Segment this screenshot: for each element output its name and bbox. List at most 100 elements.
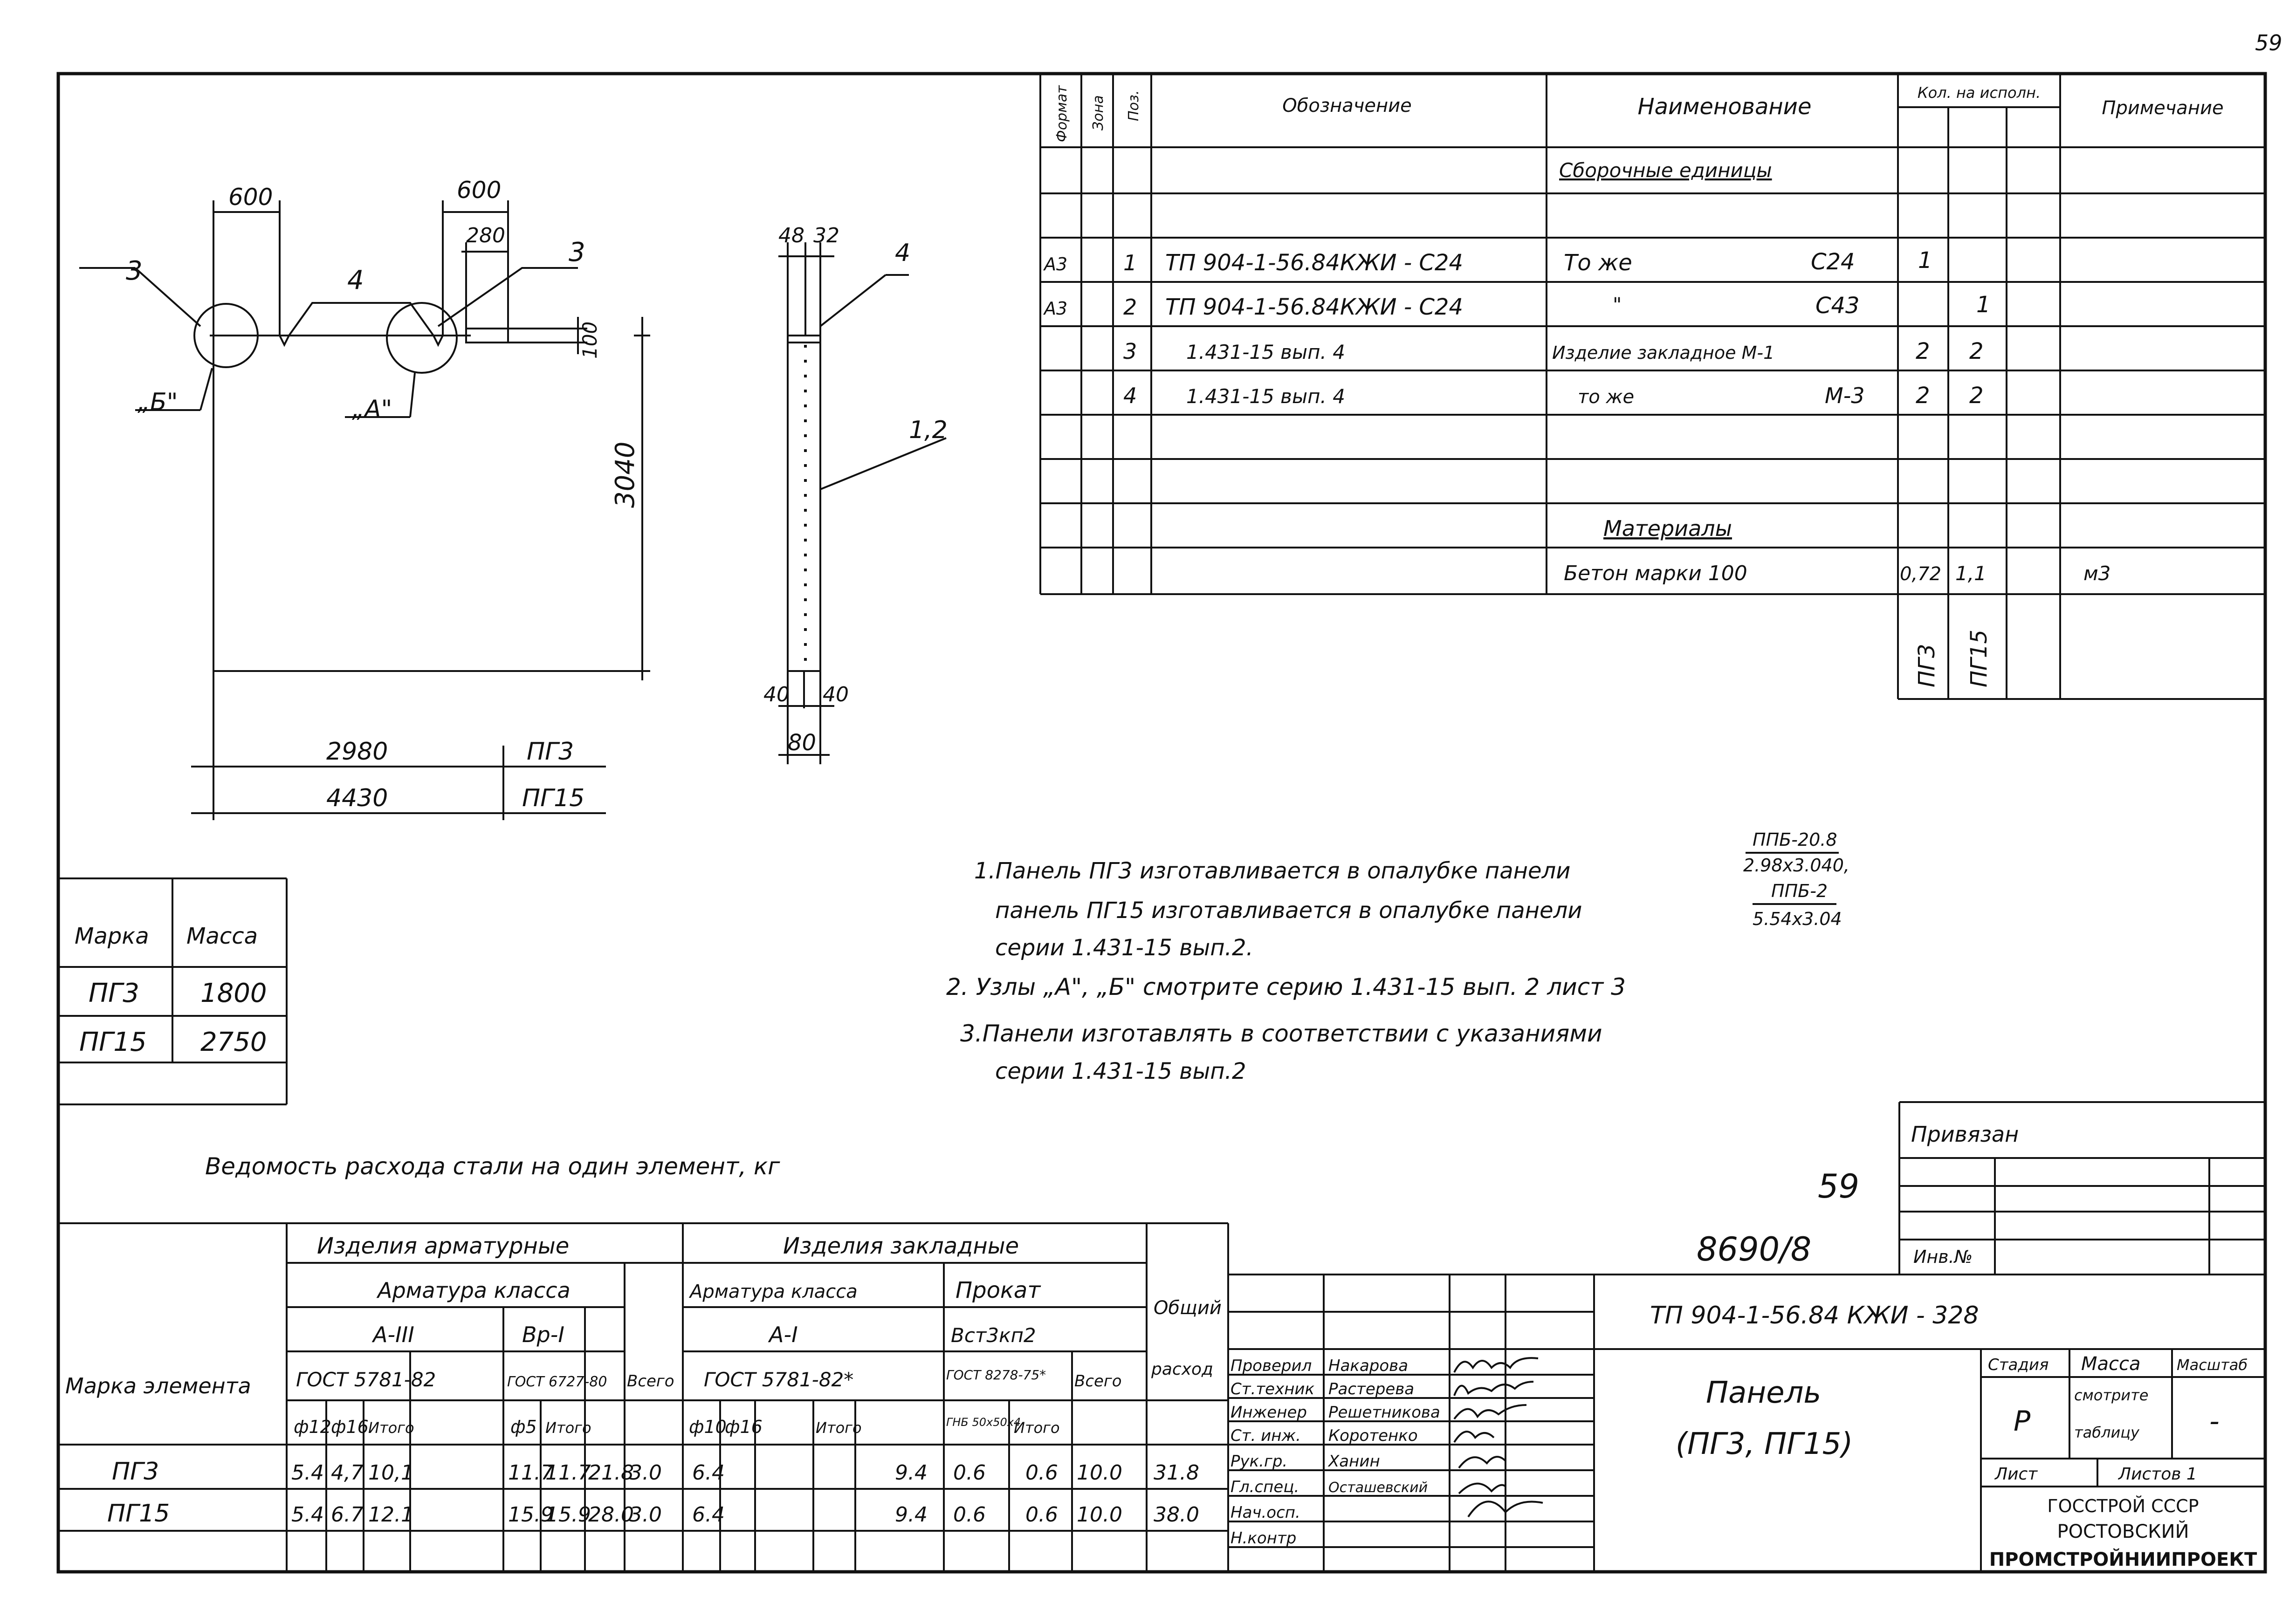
title-org2: РОСТОВСКИЙ [2057, 1520, 2189, 1542]
dim-600-right: 600 [457, 177, 501, 204]
spec-row2-q2: 1 [1976, 292, 1991, 318]
node-b-circle [193, 303, 259, 368]
spec-row4-pos: 4 [1123, 383, 1137, 408]
dim-280: 280 [466, 224, 505, 247]
margin-number: 59 [1818, 1167, 1859, 1206]
mass-header-mass: Масса [186, 923, 258, 949]
role-2: Ст.техник [1230, 1380, 1315, 1398]
spec-row3-q2: 2 [1969, 338, 1984, 364]
spec-header-format: Формат [1054, 85, 1070, 142]
spec-row1-name-right: С24 [1811, 249, 1855, 275]
spec-header-name: Наименование [1637, 94, 1811, 120]
steel-row1-it4: 0.6 [1025, 1461, 1058, 1485]
section-dim-40b: 40 [823, 683, 849, 706]
role-1: Проверил [1230, 1357, 1312, 1375]
panel-section [778, 242, 947, 764]
sheet-frame [56, 72, 2267, 1574]
spec-row3-name: Изделие закладное М-1 [1552, 343, 1774, 363]
steel-row2-mark: ПГ15 [107, 1500, 170, 1528]
steel-h-d16: ф16 [331, 1417, 369, 1437]
section-callout-4: 4 [895, 239, 910, 267]
signature-rows: Проверил Накарова Ст.техник Растерева Ин… [1230, 1357, 1440, 1548]
role-5: Рук.гр. [1230, 1452, 1287, 1471]
steel-h-prokat: Прокат [956, 1277, 1041, 1303]
note-1a: 1.Панель ПГ3 изготавливается в опалубке … [974, 858, 1570, 884]
spec-header-qty: Кол. на исполн. [1918, 84, 2041, 102]
steel-h-itogo3: Итого [816, 1419, 862, 1437]
steel-row1-d16: 4,7 [331, 1461, 364, 1485]
title-mass-h: Масса [2081, 1353, 2141, 1375]
note-1b: панель ПГ15 изготавливается в опалубке п… [995, 898, 1582, 924]
steel-h-armature-items: Изделия арматурные [317, 1233, 569, 1259]
section-dim-48: 48 [778, 224, 804, 247]
steel-h-vr1: Вр-I [522, 1322, 564, 1347]
steel-h-a1: А-I [768, 1322, 798, 1347]
inv-label: Инв.№ [1913, 1247, 1973, 1267]
mass-row2-mark: ПГ15 [79, 1027, 147, 1057]
steel-row2-it2: 15.9 [545, 1503, 591, 1527]
note-1-frac1-top: ППБ-20.8 [1753, 829, 1837, 850]
label-pg15-dim: ПГ15 [522, 784, 584, 812]
spec-table [1039, 74, 2265, 700]
title-stage-h: Стадия [1988, 1356, 2049, 1374]
panel-elevation [79, 200, 650, 820]
callout-4: 4 [347, 265, 364, 295]
spec-row4-name: то же [1578, 386, 1634, 408]
spec-row4-name-right: М-3 [1825, 383, 1865, 408]
steel-h-d5: ф5 [510, 1417, 537, 1437]
steel-row1-tot1: 21.8 [588, 1461, 634, 1485]
spec-row1-q1: 1 [1918, 247, 1932, 274]
steel-row2-general: 38.0 [1154, 1503, 1199, 1527]
spec-variant-pg15: ПГ15 [1966, 630, 1992, 687]
title-org1: ГОССТРОЙ СССР [2047, 1496, 2199, 1516]
steel-h-gnb: ГНБ 50х50х4 [946, 1416, 1021, 1429]
role-7: Нач.осп. [1230, 1503, 1300, 1522]
role-3: Инженер [1230, 1403, 1307, 1422]
steel-row1-general: 31.8 [1154, 1461, 1199, 1485]
name-2: Растерева [1328, 1380, 1414, 1398]
page-number: 59 [2255, 30, 2282, 55]
spec-row4-q1: 2 [1916, 383, 1930, 409]
steel-row2-tot1: 28.0 [588, 1503, 634, 1527]
node-a-label: „А" [352, 395, 392, 423]
spec-section-assemblies: Сборочные единицы [1559, 159, 1772, 182]
steel-row1-it1: 10,1 [368, 1461, 414, 1485]
notes: 1.Панель ПГ3 изготавливается в опалубке … [946, 829, 1849, 1084]
title-scale-h: Масштаб [2177, 1356, 2248, 1374]
callout-3-left: 3 [126, 256, 143, 286]
spec-row3-q1: 2 [1916, 338, 1930, 364]
name-6: Осташевский [1328, 1480, 1428, 1496]
mass-row1-mark: ПГ3 [89, 978, 139, 1008]
steel-h-d16b: ф16 [725, 1417, 763, 1437]
note-1-frac2-bot: 5.54х3.04 [1753, 909, 1842, 929]
dim-3040: 3040 [610, 441, 640, 508]
spec-header-pos: Поз. [1126, 90, 1142, 121]
spec-header-zone: Зона [1090, 95, 1107, 130]
dim-100: 100 [578, 322, 601, 359]
steel-row2-tot2: 10.0 [1077, 1503, 1122, 1527]
spec-row2-pos: 2 [1123, 295, 1137, 320]
steel-row2-it3: 9.4 [895, 1503, 928, 1527]
role-6: Гл.спец. [1230, 1478, 1299, 1496]
spec-row1-format: А3 [1043, 254, 1067, 274]
spec-section-materials: Материалы [1603, 516, 1732, 541]
spec-row4-q2: 2 [1969, 383, 1984, 409]
spec-row2-format: А3 [1043, 298, 1067, 319]
mass-header-mark: Марка [75, 923, 149, 949]
steel-h-arm-class2: Арматура класса [688, 1281, 858, 1302]
title-mass-val1: смотрите [2074, 1386, 2148, 1404]
steel-row2-d16: 6.7 [331, 1503, 364, 1527]
steel-row2-it4: 0.6 [1025, 1503, 1058, 1527]
section-dim-80: 80 [788, 730, 816, 756]
section-callout-12: 1,2 [909, 416, 948, 444]
steel-row2-d5: 15.9 [508, 1503, 554, 1527]
spec-variant-pg3: ПГ3 [1914, 644, 1940, 687]
callout-3-right: 3 [569, 237, 585, 267]
spec-header-note: Примечание [2102, 97, 2223, 119]
spec-materials-name: Бетон марки 100 [1564, 562, 1747, 585]
spec-row3-pos: 3 [1123, 339, 1137, 364]
steel-row2-d10: 3.0 [629, 1503, 662, 1527]
privyazan-block [1898, 1101, 2265, 1275]
spec-row2-name-right: С43 [1815, 293, 1860, 319]
